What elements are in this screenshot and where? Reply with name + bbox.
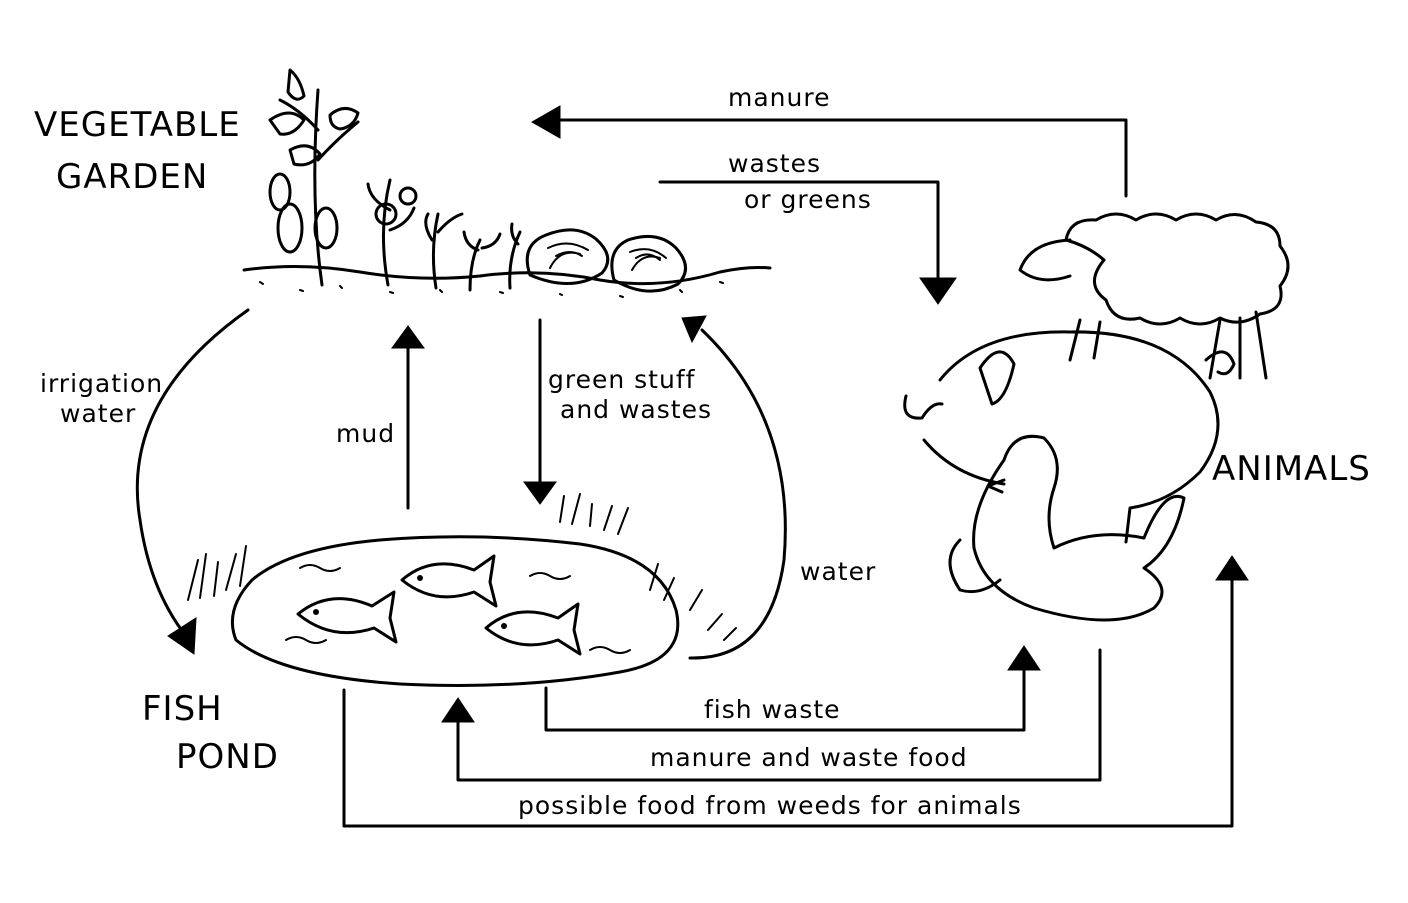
node-animals: ANIMALS xyxy=(1212,449,1371,489)
edge-label-irrigation: irrigation xyxy=(40,369,163,398)
arrow-green-stuff-head xyxy=(523,481,557,505)
edge-label-green-stuff: green stuff xyxy=(548,365,696,394)
hen-icon xyxy=(948,434,1186,622)
arrow-weeds-food-head xyxy=(1215,555,1249,581)
edge-label-manure: manure xyxy=(728,83,830,112)
vegetable-garden-illustration xyxy=(242,68,772,298)
node-fish-pond-line2: POND xyxy=(176,737,279,777)
pig-icon xyxy=(903,330,1236,544)
cabbage-icon xyxy=(525,228,610,285)
arrow-wastes-or-greens xyxy=(658,180,940,288)
edge-label-and-wastes: and wastes xyxy=(560,395,712,424)
fish-icon xyxy=(296,590,398,644)
edge-label-fish-waste: fish waste xyxy=(704,695,841,724)
sheep-icon xyxy=(1018,212,1290,380)
arrow-wastes-or-greens-head xyxy=(919,277,957,305)
animals-illustration xyxy=(903,212,1290,622)
edge-label-mud: mud xyxy=(336,419,395,448)
arrow-manure-waste-food-head xyxy=(441,697,475,723)
arrow-mud-head xyxy=(391,325,425,349)
arrow-irrigation-water-head xyxy=(167,617,197,655)
edge-label-manure-waste-food: manure and waste food xyxy=(650,743,968,772)
arrow-manure-waste-food xyxy=(456,648,1102,782)
node-vegetable-garden-line2: GARDEN xyxy=(56,157,208,197)
arrow-water-head xyxy=(681,315,707,344)
arrow-weeds-food xyxy=(342,576,1234,828)
arrow-fish-waste xyxy=(544,666,1026,732)
arrow-manure xyxy=(554,118,1128,198)
fish-icon xyxy=(400,554,498,608)
fish-icon xyxy=(484,602,582,656)
arrow-irrigation-water xyxy=(135,308,250,638)
arrow-fish-waste-head xyxy=(1007,645,1041,671)
node-fish-pond-line1: FISH xyxy=(142,689,223,729)
cabbage-icon xyxy=(610,234,687,293)
fish-pond-illustration xyxy=(187,493,737,687)
arrow-manure-head xyxy=(530,105,561,139)
edge-label-or-greens: or greens xyxy=(744,185,872,214)
plant-icon xyxy=(268,68,522,292)
edge-label-wastes: wastes xyxy=(728,149,821,178)
edge-label-water: water xyxy=(800,557,876,586)
edge-label-weeds-food: possible food from weeds for animals xyxy=(518,791,1022,820)
arrow-water xyxy=(688,328,787,660)
edge-label-water-left: water xyxy=(60,399,136,428)
node-vegetable-garden-line1: VEGETABLE xyxy=(34,105,241,145)
